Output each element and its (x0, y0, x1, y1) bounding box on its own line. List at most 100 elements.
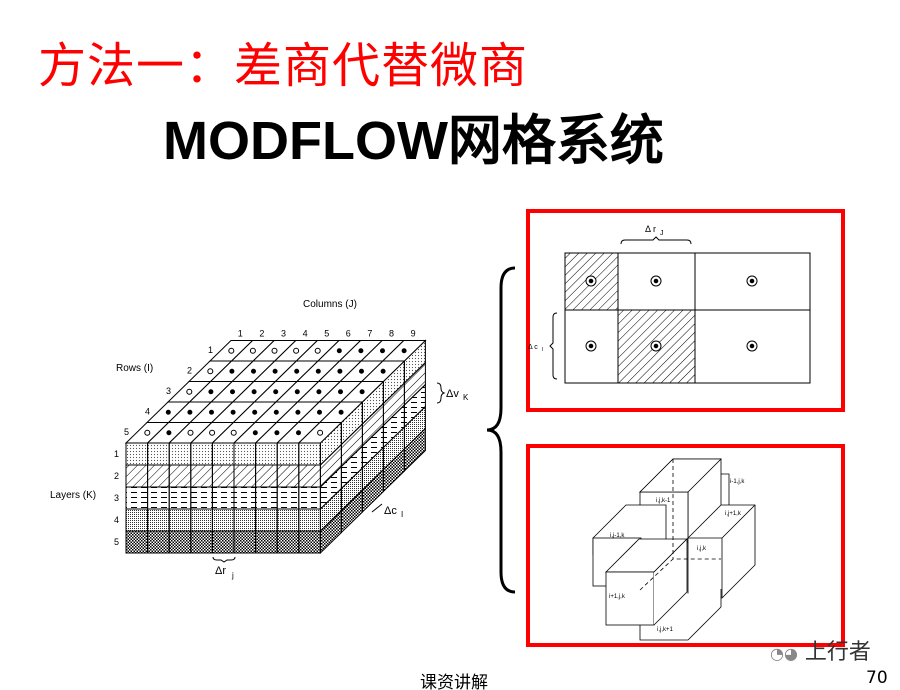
active-cell-marker (252, 430, 258, 436)
svg-text:I: I (401, 510, 403, 519)
inactive-cell-marker (271, 347, 278, 354)
front-cell (211, 464, 235, 488)
row-number: 2 (187, 365, 192, 375)
layer-number: 5 (114, 537, 119, 547)
active-cell-marker (229, 368, 235, 374)
label-down: i,j,k+1 (657, 627, 674, 633)
column-number: 9 (411, 329, 416, 339)
front-cell (276, 464, 300, 488)
front-cell (276, 508, 300, 532)
label-back: i-1,j,k (730, 479, 745, 485)
columns-label: Columns (J) (303, 299, 357, 310)
inactive-cell-marker (230, 429, 237, 436)
active-cell-marker (252, 409, 258, 415)
svg-text:I: I (542, 347, 543, 353)
front-cell (276, 530, 300, 554)
front-cell (211, 508, 235, 532)
front-cell (168, 530, 192, 554)
active-cell-marker (336, 348, 342, 354)
plan-delta-c: Δ c I (528, 312, 558, 380)
inactive-cell-marker (144, 429, 151, 436)
front-cell (298, 442, 321, 466)
label-front: i+1,j,k (609, 594, 626, 600)
svg-text:Δv: Δv (446, 388, 459, 400)
svg-text:J: J (660, 230, 664, 237)
active-cell-marker (296, 430, 301, 436)
front-cell (190, 464, 213, 488)
delta-v-label: Δv K (436, 382, 469, 404)
curly-brace (486, 266, 516, 594)
layers-label: Layers (K) (50, 490, 96, 501)
plan-delta-r: Δ r J (620, 224, 692, 245)
stencil-frame (526, 444, 845, 647)
front-cell (276, 442, 300, 466)
label-right: i,j+1,k (725, 511, 742, 517)
row-number: 3 (166, 386, 171, 396)
front-cell (190, 442, 213, 466)
column-number: 8 (389, 329, 394, 339)
front-cell (255, 442, 278, 466)
svg-text:j: j (231, 571, 234, 580)
active-cell-marker (187, 409, 193, 415)
active-cell-marker (315, 368, 321, 374)
plan-view-frame (526, 209, 845, 412)
cell-center-marker (749, 343, 755, 349)
layer-number: 2 (114, 471, 119, 481)
row-number: 4 (145, 406, 150, 416)
inactive-cell-marker (209, 429, 216, 436)
row-number: 1 (208, 345, 213, 355)
active-cell-marker (230, 409, 236, 415)
front-cell (211, 486, 235, 510)
inactive-cell-marker (249, 347, 256, 354)
layer-number: 4 (114, 515, 119, 525)
active-cell-marker (272, 368, 278, 374)
active-cell-marker (165, 409, 171, 415)
column-number: 7 (367, 329, 372, 339)
front-cell (233, 486, 257, 510)
front-cell (190, 530, 213, 554)
column-number: 1 (238, 329, 243, 339)
front-cell (147, 442, 170, 466)
active-cell-marker (230, 389, 235, 395)
active-cell-marker (401, 348, 407, 354)
front-cell (190, 486, 213, 510)
delta-c-label: Δc I (371, 503, 403, 519)
cell-center-marker (749, 278, 755, 284)
front-cell (255, 464, 278, 488)
label-up: i,j,k-1 (656, 498, 671, 504)
front-cell (211, 530, 235, 554)
watermark-text: 上行者 (804, 640, 871, 665)
seven-point-stencil (592, 458, 756, 641)
front-cell (125, 486, 149, 510)
front-cell (125, 442, 149, 466)
cell-centers (585, 275, 758, 352)
delta-r-label: Δr j (212, 556, 236, 580)
front-cell (233, 530, 257, 554)
page-number: 70 (866, 668, 888, 688)
front-cell (255, 486, 278, 510)
front-cell (125, 530, 149, 554)
active-cell-marker (251, 389, 257, 395)
active-cell-marker (274, 430, 280, 436)
inactive-cell-marker (317, 429, 324, 436)
svg-text:K: K (463, 393, 469, 402)
slide-title: 方法一：差商代替微商 (38, 38, 529, 94)
front-cell (125, 508, 149, 532)
front-cell (147, 464, 170, 488)
stencil-labels: i,j,k-1 i-1,j,k i,j+1,k i,j-1,k i,j,k i+… (609, 479, 745, 633)
svg-text:Δr: Δr (215, 565, 226, 577)
inactive-cell-marker (293, 347, 300, 354)
front-cell (168, 442, 192, 466)
wechat-icon: ◔◕ (770, 644, 798, 663)
label-left: i,j-1,k (610, 533, 625, 539)
cell-center-marker (653, 343, 659, 349)
column-number: 3 (281, 329, 286, 339)
cell-center-marker (588, 343, 594, 349)
active-cell-marker (273, 409, 279, 415)
active-cell-marker (380, 348, 385, 354)
front-cell (233, 464, 257, 488)
front-cell (125, 464, 149, 488)
column-number: 2 (259, 329, 264, 339)
